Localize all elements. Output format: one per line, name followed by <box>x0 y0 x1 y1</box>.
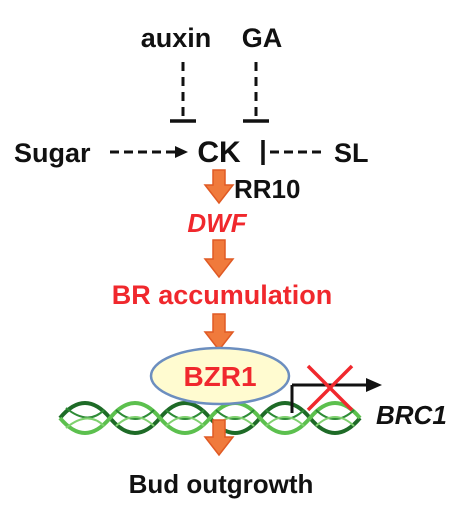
repression-cross <box>306 364 354 412</box>
bzr1-label: BZR1 <box>183 361 256 392</box>
ck-label: CK <box>197 136 241 169</box>
sugar-label: Sugar <box>14 138 91 168</box>
sugar-activation-arrow <box>110 146 188 158</box>
bzr1-protein <box>149 346 291 406</box>
dwf-to-br-arrow <box>203 239 235 279</box>
dwf-label: DWF <box>187 208 247 238</box>
ga-label: GA <box>242 23 283 53</box>
br-accumulation-label: BR accumulation <box>112 280 333 310</box>
br-to-bzr1-arrow <box>203 313 235 352</box>
sl-label: SL <box>334 138 369 168</box>
brc1-label: BRC1 <box>376 400 447 430</box>
ga-inhibition-line <box>243 62 269 123</box>
dna-double-helix <box>58 401 362 435</box>
ck-to-dwf-arrow <box>203 169 235 205</box>
bud-outgrowth-label: Bud outgrowth <box>129 469 314 499</box>
auxin-inhibition-line <box>170 62 196 123</box>
rr10-label: RR10 <box>234 174 300 204</box>
sl-inhibition-line <box>261 140 326 165</box>
auxin-label: auxin <box>141 23 212 53</box>
bzr1-to-bud-arrow <box>203 419 235 457</box>
